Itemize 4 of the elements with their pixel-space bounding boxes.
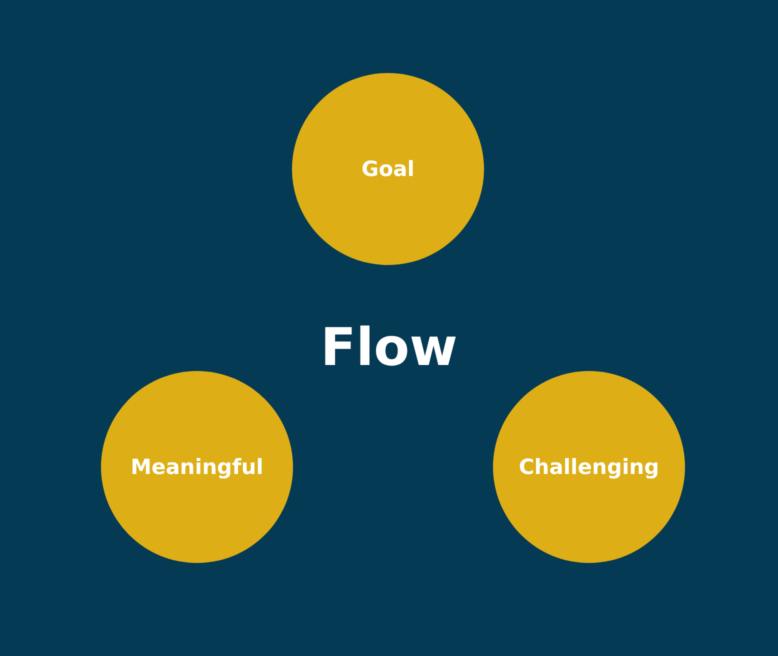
node-label: Goal [361,157,415,181]
diagram-title: Flow [319,318,459,378]
node-label: Challenging [518,455,660,479]
node-label: Meaningful [130,455,264,479]
